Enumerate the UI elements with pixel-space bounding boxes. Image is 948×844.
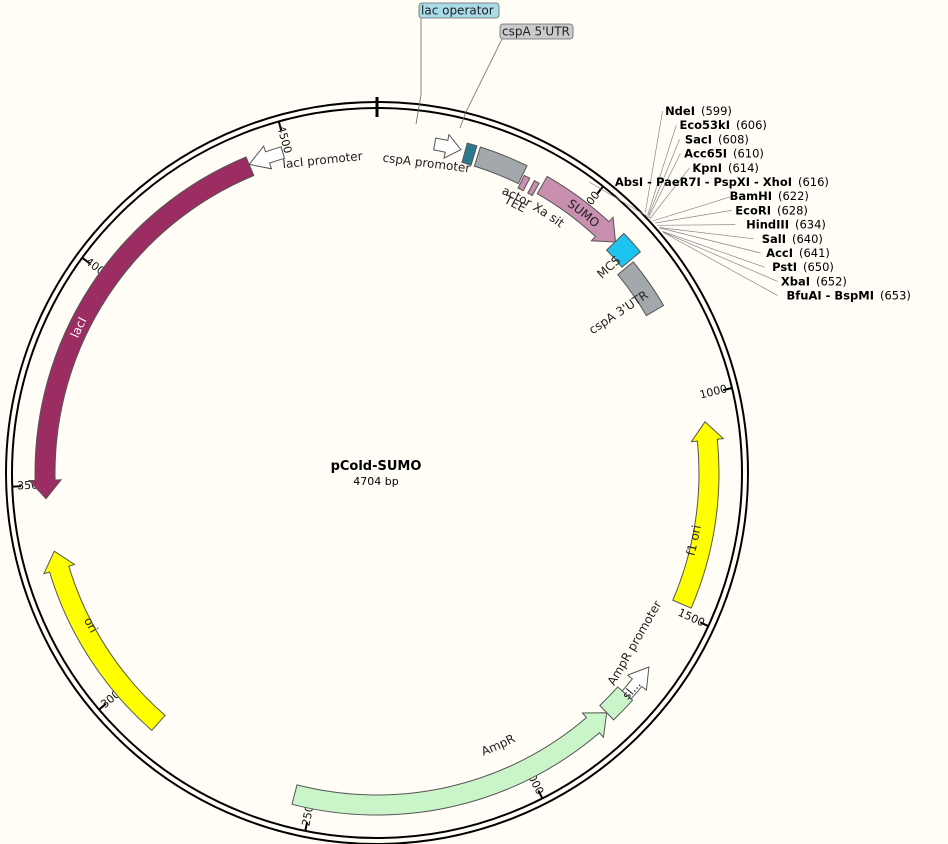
site-xbai-leader [662,231,778,282]
site-hindiii-name[interactable]: HindIII [746,218,789,232]
site-acc65i-leader [648,153,681,217]
site-absi-paer7i-pspxi-xhoi-position: (616) [798,175,829,189]
tick-4000 [81,256,90,264]
site-ecori-position: (628) [777,203,808,217]
cspa-5-utr-callout-text: cspA 5'UTR [502,25,570,39]
feature-cspa-3-utr-box[interactable] [617,261,665,317]
lac-operator-callout-text: lac operator [421,4,494,18]
feature-factor-xa-site-box[interactable] [527,180,540,197]
feature-f1-ori-arrow[interactable] [672,421,725,609]
site-bamhi-name[interactable]: BamHI [730,189,772,203]
tick-3000 [98,703,107,711]
tick-500 [596,185,604,195]
site-sali-leader [659,227,754,240]
feature-cspa-promoter-promoter[interactable] [433,133,462,160]
feature-cspa-5-utr-box[interactable] [473,146,528,185]
site-acci-position: (641) [799,246,830,260]
tick-1000 [722,387,733,392]
site-acc65i-position: (610) [733,147,764,161]
plasmid-name: pCold-SUMO [331,459,422,474]
site-sali-position: (640) [792,232,823,246]
site-sali-name[interactable]: SalI [762,232,786,246]
site-xbai-position: (652) [816,274,847,288]
site-kpni-name[interactable]: KpnI [692,161,722,175]
feature-lac-operator-box[interactable] [461,142,478,166]
site-xbai-name[interactable]: XbaI [781,274,810,288]
lac-operator-callout-box[interactable] [418,2,500,19]
site-ndei-position: (599) [701,104,732,118]
site-saci-name[interactable]: SacI [685,132,712,146]
feature-sl-box[interactable] [599,686,634,721]
tick-label-1000: 1000 [698,382,728,401]
site-bfuai-bspmi-name[interactable]: BfuAI - BspMI [787,289,874,303]
site-eco53ki-leader [647,125,677,216]
feature-ampr-arrow[interactable] [291,712,608,816]
cspa-5-utr-callout-box[interactable] [499,23,574,40]
site-acc65i-name[interactable]: Acc65I [684,147,727,161]
restriction-sites: NdeI (599)Eco53kI (606) SacI (608)Acc65I (610… [589,104,911,303]
feature-ori-arrow[interactable] [42,550,166,732]
tick-2000 [537,789,544,799]
site-psti-name[interactable]: PstI [772,260,797,274]
f1-ori-label: f1 ori [684,524,704,557]
site-bamhi-position: (622) [778,189,809,203]
site-absi-paer7i-pspxi-xhoi-name[interactable]: AbsI - PaeR7I - PspXI - XhoI [615,175,792,189]
site-absi-paer7i-pspxi-xhoi-leader [589,181,652,219]
feature-mcs-box[interactable] [605,232,642,268]
feature-tee-box[interactable] [517,174,531,192]
site-hindiii-position: (634) [795,218,826,232]
tick-1500 [699,621,709,628]
plasmid-length: 4704 bp [353,475,398,488]
cspa-5-utr-callout-line [459,38,503,129]
site-ecori-leader [655,210,732,224]
tick-2500 [304,821,309,832]
site-acci-name[interactable]: AccI [766,246,793,260]
ori-label: ori [81,615,101,635]
site-saci-position: (608) [718,132,749,146]
site-psti-leader [662,230,765,268]
callouts: lac operator cspA 5'UTR [415,2,574,129]
backbone [5,97,749,844]
site-saci-leader [648,139,680,216]
site-kpni-leader [650,167,690,219]
site-kpni-position: (614) [728,161,759,175]
site-ndei-name[interactable]: NdeI [665,104,695,118]
feature-sumo-arrow[interactable] [536,175,617,243]
site-psti-position: (650) [803,260,834,274]
site-eco53ki-name[interactable]: Eco53kI [679,118,730,132]
site-ecori-name[interactable]: EcoRI [735,203,771,217]
tick-4500 [277,121,283,131]
feature-laci-arrow[interactable] [27,156,255,500]
feature-ampr-promoter-promoter[interactable] [621,666,650,700]
site-bfuai-bspmi-leader [663,232,778,296]
site-hindiii-leader [657,224,736,226]
site-eco53ki-position: (606) [736,118,767,132]
site-bfuai-bspmi-position: (653) [880,289,911,303]
site-acci-leader [659,227,761,254]
site-bamhi-leader [653,195,733,222]
site-ndei-leader [644,110,663,213]
lac-operator-callout-line [415,18,422,125]
feature-laci-promoter-promoter[interactable] [248,145,286,170]
